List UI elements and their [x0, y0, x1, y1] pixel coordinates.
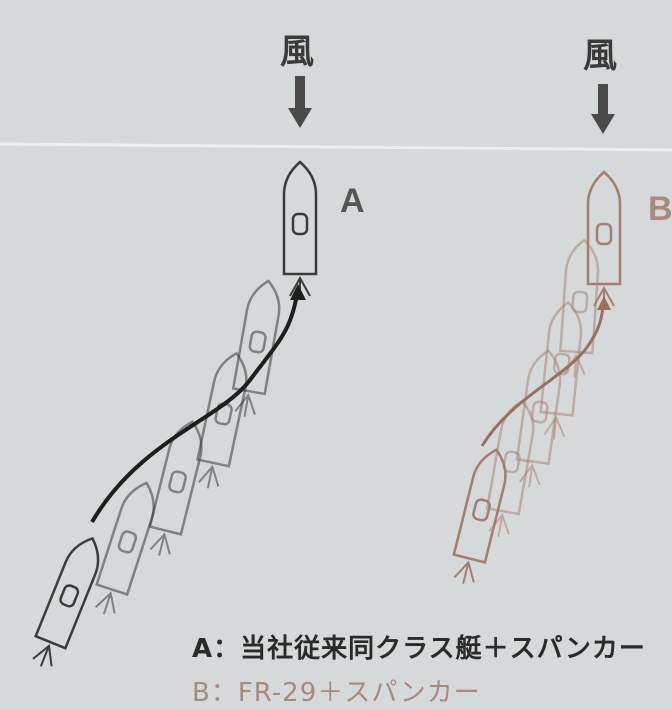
divider-line: [0, 142, 672, 152]
caption-b: B：FR-29＋スパンカー: [192, 678, 481, 708]
boat-b-trajectory-arrowhead: [597, 296, 611, 310]
caption-a: A：当社従来同クラス艇＋スパンカー: [192, 634, 646, 664]
boat-b-label: B: [648, 190, 672, 228]
boat-a-position-2: [148, 420, 203, 556]
wind-arrow-right: [591, 84, 615, 134]
boat-a-position-0: [32, 536, 100, 667]
boat-b-sequence: [452, 170, 622, 584]
boat-b-trajectory: [480, 299, 606, 447]
boat-a-position-4: [231, 279, 281, 417]
boat-a-trajectory-arrowhead: [290, 284, 306, 300]
boat-a-trajectory: [90, 287, 300, 524]
boat-b-position-5: [586, 170, 622, 310]
wind-arrow-left: [288, 76, 312, 128]
wind-label-right: 風: [583, 36, 617, 76]
boat-a-label: A: [340, 182, 365, 220]
boat-a-sequence: [32, 160, 318, 667]
wind-label-left: 風: [280, 32, 314, 72]
boat-a-position-5: [282, 160, 318, 300]
